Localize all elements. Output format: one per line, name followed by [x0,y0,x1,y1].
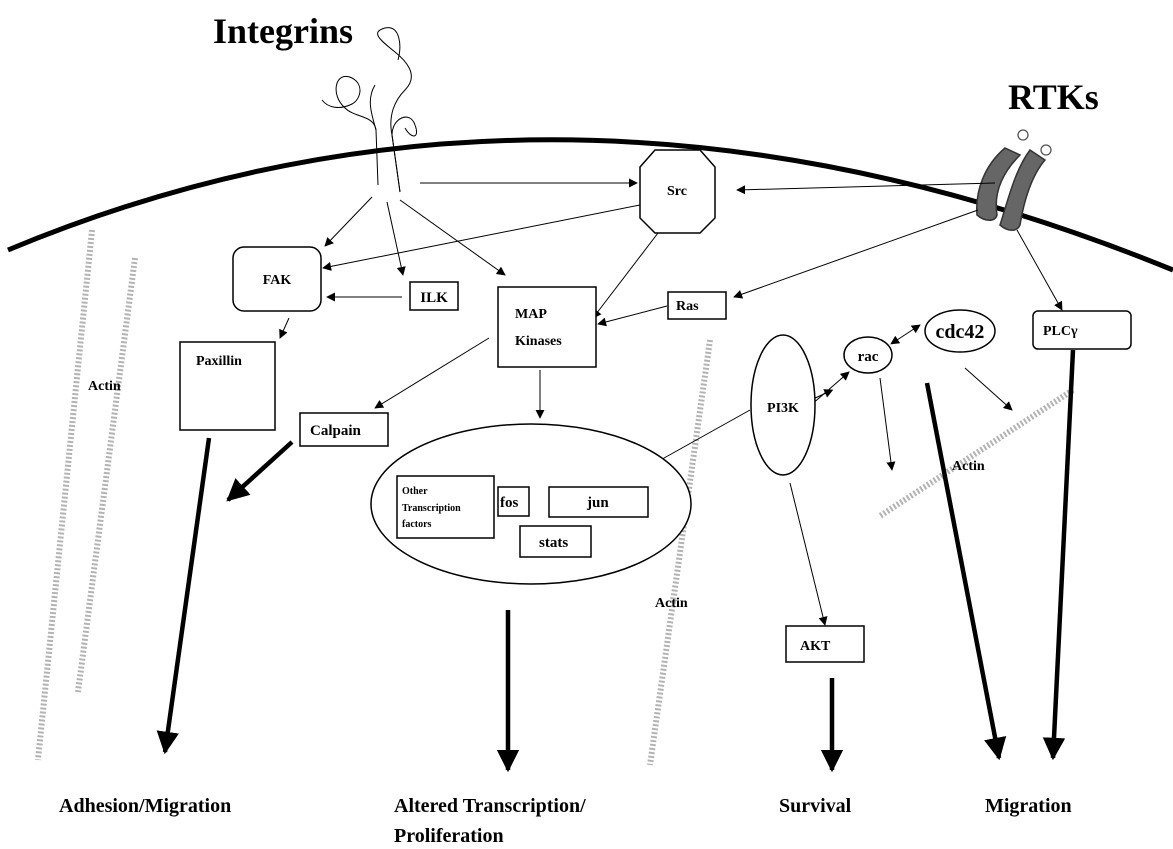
jun-label: jun [586,495,609,511]
outcome-migration: Migration [985,795,1072,817]
map-kinases-node: MAP Kinases [497,286,597,368]
other-tf-label-line1: Other [402,486,428,497]
nucleus: Other Transcription factors fos jun stat… [370,423,692,585]
stats-label: stats [539,535,568,551]
cdc42-label: cdc42 [936,321,985,343]
actin-filament-middle [647,339,713,766]
fos-label: fos [500,495,518,511]
map-kinases-label-line1: MAP [515,307,547,322]
actin-filament-left-1 [35,229,95,761]
plc-gamma-label: PLCγ [1043,324,1078,339]
rtk-receptor [976,129,1052,231]
other-tf-label-line2: Transcription [402,503,461,514]
cdc42-node: cdc42 [924,309,996,353]
src-label: Src [667,184,687,199]
outcome-adhesion-migration: Adhesion/Migration [59,795,231,817]
fak-label: FAK [263,273,292,288]
paxillin-node: Paxillin [179,341,276,431]
pi3k-node: PI3K [750,334,816,476]
ras-node: Ras [667,291,727,320]
ras-label: Ras [676,299,699,314]
integrin-receptor [321,27,418,193]
rac-node: rac [843,336,893,374]
integrins-label: Integrins [213,11,353,51]
calpain-label: Calpain [310,423,362,439]
actin-filament-right [878,387,1075,519]
src-node: Src [639,149,716,234]
actin-label-right: Actin [952,459,985,474]
akt-node: AKT [785,625,865,663]
fak-node: FAK [232,246,322,312]
outcome-altered-transcription-line2: Proliferation [394,825,504,847]
other-tf-label-line3: factors [402,519,432,530]
rac-label: rac [858,349,879,365]
actin-label-middle: Actin [655,596,688,611]
ilk-node: ILK [409,281,459,311]
plc-gamma-node: PLCγ [1032,310,1132,350]
pi3k-label: PI3K [767,401,799,416]
signal-arrows [279,178,1063,626]
rtks-label: RTKs [1008,77,1099,117]
outcome-altered-transcription-line1: Altered Transcription/ [394,795,586,817]
paxillin-label: Paxillin [196,354,242,369]
outcome-arrows [156,349,1076,773]
akt-label: AKT [800,639,831,654]
outcome-survival: Survival [779,795,852,817]
map-kinases-label-line2: Kinases [515,334,562,349]
actin-label-left: Actin [88,379,121,394]
actin-filament-left-2 [75,257,138,693]
calpain-node: Calpain [299,412,389,447]
ilk-label: ILK [420,290,448,306]
